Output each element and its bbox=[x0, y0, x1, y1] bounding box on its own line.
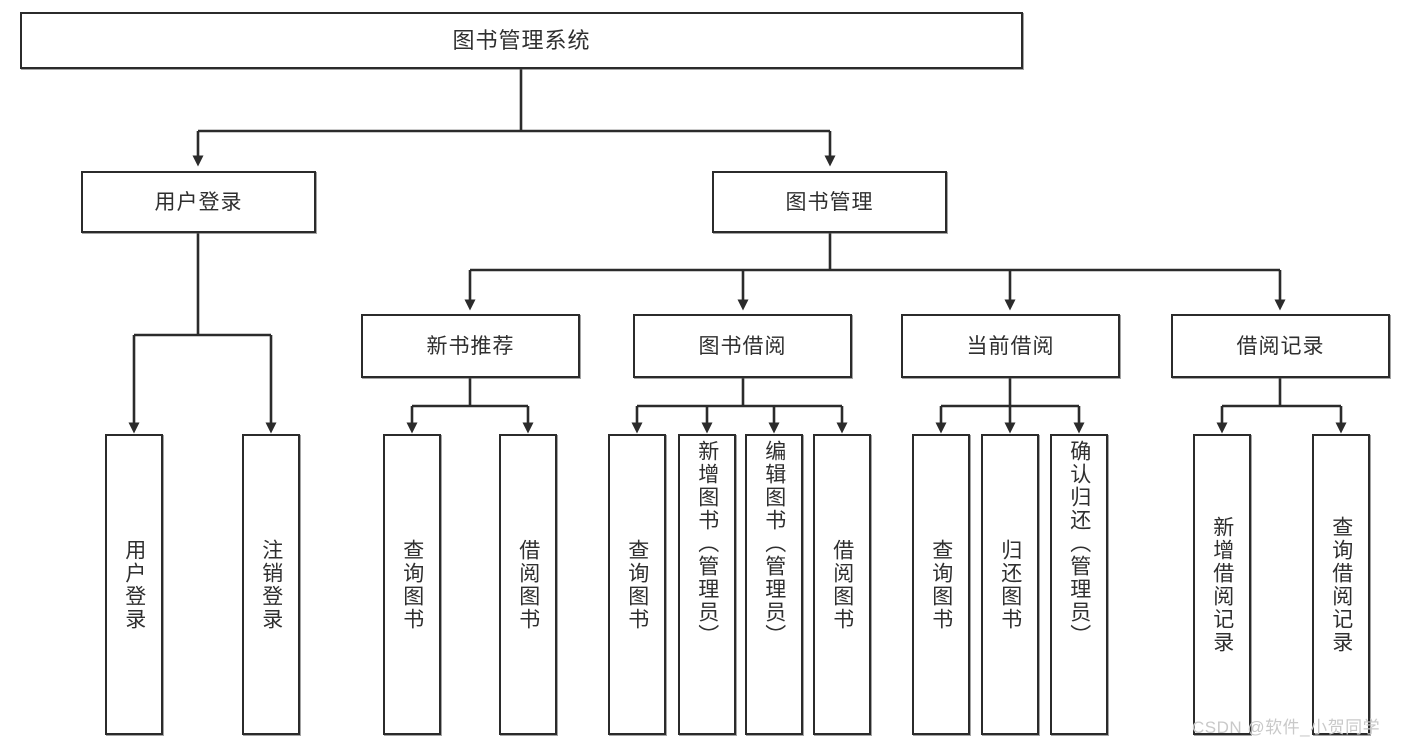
leaf-query-book-3[interactable]: 查询图书 bbox=[912, 434, 970, 735]
leaf-query-book-1[interactable]: 查询图书 bbox=[383, 434, 441, 735]
leaf-borrow-book-1[interactable]: 借阅图书 bbox=[499, 434, 557, 735]
node-label: 图书借阅 bbox=[698, 334, 787, 358]
leaf-query-book-2[interactable]: 查询图书 bbox=[608, 434, 666, 735]
node-label: 查询图书 bbox=[400, 538, 424, 631]
leaf-return-book[interactable]: 归还图书 bbox=[981, 434, 1039, 735]
leaf-add-book-admin[interactable]: 新增图书（管理员） bbox=[678, 434, 736, 735]
node-label: 图书管理 bbox=[785, 190, 874, 214]
leaf-user-login[interactable]: 用户登录 bbox=[105, 434, 163, 735]
leaf-add-borrow-record[interactable]: 新增借阅记录 bbox=[1193, 434, 1251, 735]
node-borrow-record[interactable]: 借阅记录 bbox=[1171, 314, 1390, 378]
node-current-borrow[interactable]: 当前借阅 bbox=[901, 314, 1120, 378]
node-label: 查询图书 bbox=[625, 538, 649, 631]
node-label: 用户登录 bbox=[122, 538, 146, 631]
node-label: 借阅图书 bbox=[830, 538, 854, 631]
leaf-query-borrow-record[interactable]: 查询借阅记录 bbox=[1312, 434, 1370, 735]
node-label: 图书管理系统 bbox=[452, 27, 591, 53]
leaf-edit-book-admin[interactable]: 编辑图书（管理员） bbox=[745, 434, 803, 735]
node-root[interactable]: 图书管理系统 bbox=[20, 12, 1023, 69]
node-book-management[interactable]: 图书管理 bbox=[712, 171, 947, 233]
node-label: 借阅记录 bbox=[1236, 334, 1325, 358]
node-label: 注销登录 bbox=[259, 538, 283, 631]
node-user-login[interactable]: 用户登录 bbox=[81, 171, 316, 233]
node-label: 用户登录 bbox=[154, 190, 243, 214]
node-label: 查询借阅记录 bbox=[1329, 515, 1353, 654]
node-label: 新增图书（管理员） bbox=[695, 440, 719, 647]
leaf-confirm-return-admin[interactable]: 确认归还（管理员） bbox=[1050, 434, 1108, 735]
node-label: 新书推荐 bbox=[426, 334, 515, 358]
node-label: 新增借阅记录 bbox=[1210, 515, 1234, 654]
node-label: 归还图书 bbox=[998, 538, 1022, 631]
leaf-borrow-book-2[interactable]: 借阅图书 bbox=[813, 434, 871, 735]
node-label: 当前借阅 bbox=[966, 334, 1055, 358]
csdn-watermark: CSDN @软件_小贺同学 bbox=[1192, 718, 1381, 737]
node-book-borrow[interactable]: 图书借阅 bbox=[633, 314, 852, 378]
node-label: 编辑图书（管理员） bbox=[762, 440, 786, 647]
leaf-user-logout[interactable]: 注销登录 bbox=[242, 434, 300, 735]
node-label: 查询图书 bbox=[929, 538, 953, 631]
node-label: 确认归还（管理员） bbox=[1067, 440, 1091, 647]
node-new-book-recommend[interactable]: 新书推荐 bbox=[361, 314, 580, 378]
node-label: 借阅图书 bbox=[516, 538, 540, 631]
